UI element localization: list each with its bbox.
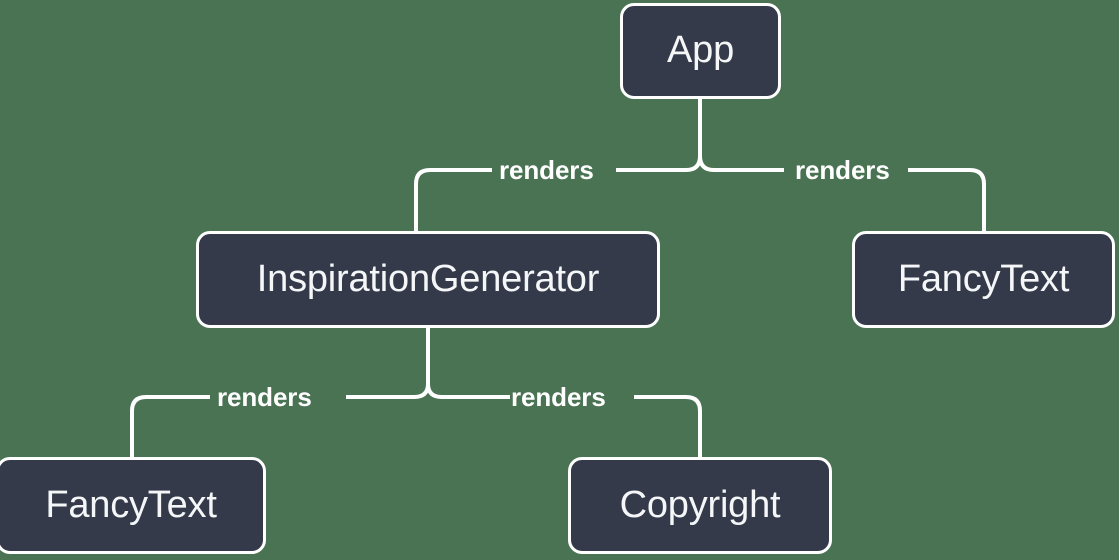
connector-app-junction-right — [698, 155, 784, 172]
node-copyright-label: Copyright — [619, 483, 781, 526]
connector-inspirationgenerator-to-copyright — [634, 395, 702, 457]
edge-label-inspirationgenerator-to-fancytext-bottom: renders — [217, 382, 312, 412]
node-fancytext-bottom-label: FancyText — [45, 483, 217, 526]
connector-inspirationgenerator-junction-right — [426, 383, 510, 399]
edge-label-inspirationgenerator-to-copyright: renders — [511, 382, 606, 412]
connector-app-to-inspirationgenerator — [414, 168, 492, 231]
node-fancytext-right-label: FancyText — [897, 257, 1070, 300]
connector-inspirationgenerator-to-fancytext-bottom — [130, 395, 210, 457]
node-fancytext-bottom[interactable]: FancyText — [0, 457, 266, 554]
node-inspiration-generator[interactable]: InspirationGenerator — [196, 231, 660, 328]
connector-app-junction-left — [616, 155, 702, 172]
edge-label-app-to-fancytext-right: renders — [795, 155, 890, 185]
node-fancytext-right[interactable]: FancyText — [852, 231, 1115, 328]
connector-app-to-fancytext-right — [908, 168, 986, 231]
node-inspiration-generator-label: InspirationGenerator — [256, 257, 600, 300]
node-copyright[interactable]: Copyright — [568, 457, 832, 554]
node-app[interactable]: App — [620, 3, 781, 99]
connector-inspirationgenerator-junction-left — [346, 383, 430, 399]
edge-label-app-to-inspirationgenerator: renders — [499, 155, 594, 185]
node-app-label: App — [666, 29, 734, 71]
